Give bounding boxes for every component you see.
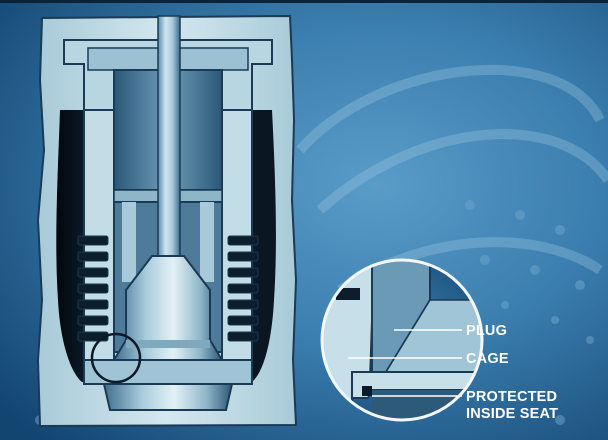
- label-plug: PLUG: [466, 323, 507, 339]
- guide-post-left: [122, 202, 136, 282]
- valve-cutaway: [36, 14, 298, 428]
- mag-flow-gap: [384, 299, 482, 373]
- plug-band: [126, 340, 210, 348]
- callout-lines: [348, 329, 462, 397]
- outlet-bore: [102, 383, 234, 411]
- label-cage: CAGE: [466, 351, 509, 367]
- label-seat-line2: INSIDE SEAT: [466, 406, 558, 422]
- magnified-detail: [320, 258, 484, 422]
- seat-ring: [83, 359, 253, 385]
- mag-port: [336, 288, 360, 300]
- guide-post-right: [200, 202, 214, 282]
- cage-slots-right: [227, 235, 259, 342]
- magnifier-ring: [320, 258, 484, 422]
- detail-circle-small: [90, 332, 142, 384]
- cage-slots-left: [77, 235, 109, 342]
- label-seat-line1: PROTECTED: [466, 389, 557, 405]
- stem: [157, 15, 181, 257]
- top-border: [0, 0, 608, 3]
- mag-seat-notch: [362, 386, 372, 396]
